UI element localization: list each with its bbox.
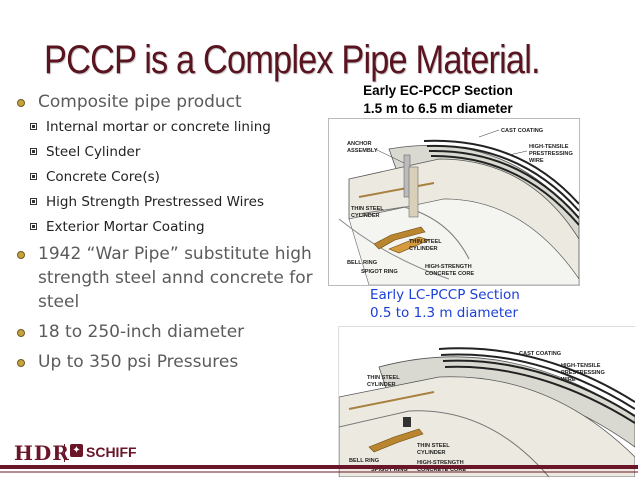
label-spigot-ring: SPIGOT RING bbox=[361, 269, 398, 275]
bullet-list: Composite pipe product Internal mortar o… bbox=[14, 90, 314, 377]
sub-bullet-item: Concrete Core(s) bbox=[14, 167, 314, 188]
bullet-item: Up to 350 psi Pressures bbox=[14, 350, 314, 374]
logo-divider bbox=[64, 444, 65, 462]
bullet-dot-icon bbox=[17, 251, 25, 259]
label-bell-ring: BELL RING bbox=[347, 260, 377, 266]
label-cylinder-2: CYLINDER bbox=[417, 450, 446, 456]
bullet-text: Composite pipe product bbox=[38, 92, 242, 112]
sub-bullet-item: Exterior Mortar Coating bbox=[14, 217, 314, 238]
bullet-dot-icon bbox=[17, 329, 25, 337]
bullet-item: 1942 “War Pipe” substitute high strength… bbox=[14, 242, 314, 314]
bullet-dot-icon bbox=[17, 359, 25, 367]
bullet-item: Composite pipe product bbox=[14, 90, 314, 114]
square-bullet-icon bbox=[30, 198, 37, 205]
label-thin-steel: THIN STEEL bbox=[351, 206, 384, 212]
label-high-tensile: HIGH-TENSILE bbox=[561, 363, 601, 369]
label-prestressing: PRESTRESSING bbox=[529, 151, 573, 157]
sub-bullet-text: Concrete Core(s) bbox=[46, 169, 160, 185]
label-wire: WIRE bbox=[561, 377, 576, 383]
label-assembly: ASSEMBLY bbox=[347, 148, 378, 154]
figure2-caption-line2: 0.5 to 1.3 m diameter bbox=[370, 305, 519, 321]
figure1-caption-line2: 1.5 m to 6.5 m diameter bbox=[363, 101, 513, 116]
square-bullet-icon bbox=[30, 173, 37, 180]
bullet-text: Up to 350 psi Pressures bbox=[38, 352, 239, 372]
label-cast-coating: CAST COATING bbox=[519, 351, 561, 357]
ec-pccp-svg: CAST COATING ANCHOR ASSEMBLY HIGH-TENSIL… bbox=[338, 128, 580, 286]
square-bullet-icon bbox=[30, 223, 37, 230]
figure2-caption: Early LC-PCCP Section 0.5 to 1.3 m diame… bbox=[370, 286, 520, 322]
sub-bullet-item: High Strength Prestressed Wires bbox=[14, 192, 314, 213]
label-cylinder-2: CYLINDER bbox=[409, 246, 438, 252]
schiff-logo: SCHIFF bbox=[86, 444, 137, 460]
ec-pccp-section-diagram: CAST COATING ANCHOR ASSEMBLY HIGH-TENSIL… bbox=[328, 118, 580, 286]
label-cast-coating: CAST COATING bbox=[501, 128, 543, 134]
footer-line bbox=[0, 471, 638, 473]
square-bullet-icon bbox=[30, 123, 37, 130]
lc-pccp-svg: CAST COATING HIGH-TENSILE PRESTRESSING W… bbox=[338, 347, 636, 478]
sub-bullet-list: Internal mortar or concrete lining Steel… bbox=[14, 117, 314, 238]
bullet-dot-icon bbox=[17, 99, 25, 107]
sub-bullet-item: Steel Cylinder bbox=[14, 142, 314, 163]
schiff-logo-icon: ✦ bbox=[70, 444, 83, 457]
label-thin-steel: THIN STEEL bbox=[367, 375, 400, 381]
lc-pccp-section-diagram: CAST COATING HIGH-TENSILE PRESTRESSING W… bbox=[338, 326, 636, 478]
label-high-strength: HIGH-STRENGTH bbox=[425, 264, 472, 270]
sub-bullet-text: High Strength Prestressed Wires bbox=[46, 194, 264, 210]
label-high-tensile: HIGH-TENSILE bbox=[529, 144, 569, 150]
label-cylinder: CYLINDER bbox=[367, 382, 396, 388]
label-prestressing: PRESTRESSING bbox=[561, 370, 605, 376]
label-bell-ring: BELL RING bbox=[349, 458, 379, 464]
label-high-strength: HIGH-STRENGTH bbox=[417, 460, 464, 466]
label-concrete-core: CONCRETE CORE bbox=[417, 467, 466, 473]
label-thin-steel-2: THIN STEEL bbox=[417, 443, 450, 449]
square-bullet-icon bbox=[30, 148, 37, 155]
figure2-caption-line1: Early LC-PCCP Section bbox=[370, 287, 520, 303]
label-wire: WIRE bbox=[529, 158, 544, 164]
label-anchor: ANCHOR bbox=[347, 141, 372, 147]
label-cylinder: CYLINDER bbox=[351, 213, 380, 219]
label-spigot-ring: SPIGOT RING bbox=[371, 467, 408, 473]
sub-bullet-text: Steel Cylinder bbox=[46, 144, 141, 160]
bullet-text: 1942 “War Pipe” substitute high strength… bbox=[38, 244, 313, 312]
sub-bullet-item: Internal mortar or concrete lining bbox=[14, 117, 314, 138]
footer-bar bbox=[0, 465, 638, 469]
hdr-logo: HDR bbox=[14, 441, 70, 465]
bullet-item: 18 to 250-inch diameter bbox=[14, 320, 314, 344]
bullet-text: 18 to 250-inch diameter bbox=[38, 322, 245, 342]
sub-bullet-text: Internal mortar or concrete lining bbox=[46, 119, 271, 135]
figure1-caption-line1: Early EC-PCCP Section bbox=[363, 83, 513, 98]
slide-title: PCCP is a Complex Pipe Material. bbox=[44, 38, 541, 82]
label-thin-steel-2: THIN STEEL bbox=[409, 239, 442, 245]
label-concrete-core: CONCRETE CORE bbox=[425, 271, 474, 277]
sub-bullet-text: Exterior Mortar Coating bbox=[46, 219, 205, 235]
figure1-caption: Early EC-PCCP Section 1.5 m to 6.5 m dia… bbox=[338, 82, 538, 118]
